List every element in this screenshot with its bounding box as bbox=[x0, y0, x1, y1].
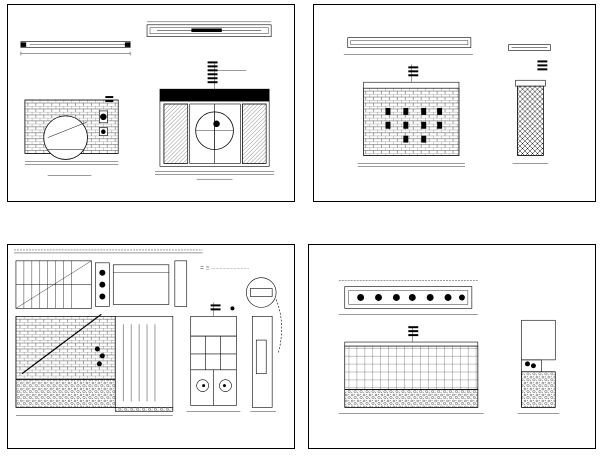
drawing-sheet-4 bbox=[308, 244, 596, 449]
drawing-sheet-1 bbox=[7, 4, 295, 202]
sheet-3-drawing bbox=[13, 249, 282, 416]
drawing-sheet-2 bbox=[313, 4, 596, 202]
drawing-sheet-3: 二 三 ……………………… bbox=[7, 244, 295, 449]
sheet-4-drawing bbox=[338, 280, 560, 414]
sheet-3-note: 二 三 ……………………… bbox=[200, 265, 250, 270]
sheet-1-drawing bbox=[20, 21, 275, 180]
sheet-2-drawing bbox=[343, 37, 551, 167]
